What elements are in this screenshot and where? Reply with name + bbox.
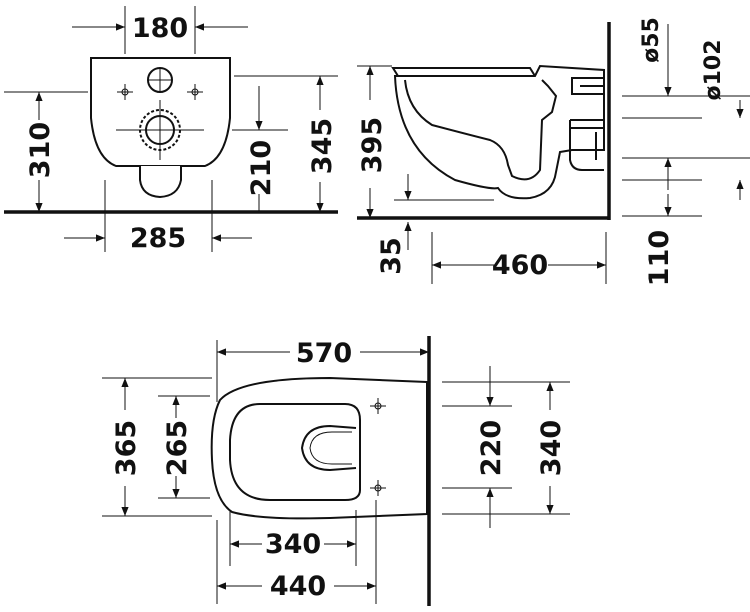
dim-front-top-width-label: 180 — [132, 13, 188, 44]
dim-top-width-inner-label: 265 — [162, 420, 193, 476]
dim-top-right-width-label: 340 — [536, 420, 567, 476]
dim-side-floor-offset: 35 — [376, 174, 412, 275]
dim-top-width-outer: 365 — [111, 378, 142, 516]
side-seat — [391, 67, 537, 77]
dim-side-depth-label: 460 — [492, 250, 548, 281]
dim-side-depth: 460 — [432, 250, 606, 281]
dim-front-height-inner: 210 — [246, 86, 277, 212]
dim-side-floor-offset-label: 35 — [376, 237, 407, 275]
dim-side-right-height-label: 110 — [644, 230, 675, 286]
dim-front-bottom-width: 285 — [64, 223, 252, 254]
dim-top-length: 570 — [217, 338, 429, 369]
dim-top-bottom-outer-label: 440 — [270, 571, 326, 602]
side-bowl-inner — [404, 79, 558, 181]
dim-side-diameter-large: ø102 — [701, 39, 744, 200]
dim-side-height: 395 — [357, 66, 388, 218]
top-bowl-outer — [210, 376, 428, 520]
dim-top-bottom-outer: 440 — [217, 571, 376, 602]
dim-top-fix-spacing-label: 220 — [476, 420, 507, 476]
dim-side-right-height: 110 — [644, 194, 675, 286]
top-bowl-inner — [229, 403, 361, 501]
dim-front-height-left: 310 — [25, 92, 56, 212]
dim-top-bottom-inner-label: 340 — [265, 529, 321, 560]
front-outlet-outline — [139, 166, 182, 199]
dim-front-bottom-width-label: 285 — [130, 223, 186, 254]
dim-front-height-left-label: 310 — [25, 122, 56, 178]
dim-top-bottom-inner: 340 — [230, 529, 356, 560]
dim-top-length-label: 570 — [296, 338, 352, 369]
front-fix-mark-right — [187, 84, 203, 100]
side-view: 395 35 460 ø55 ø102 110 — [357, 17, 750, 286]
dim-side-diameter-small-label: ø55 — [639, 17, 664, 63]
dim-side-diameter-small: ø55 — [639, 17, 672, 190]
side-inlet — [571, 77, 605, 95]
dim-top-right-width: 340 — [536, 382, 567, 514]
top-fix-mark-upper — [370, 398, 386, 414]
front-fix-mark-left — [117, 84, 133, 100]
side-outlet-pipe — [569, 119, 604, 171]
dim-top-width-inner: 265 — [162, 396, 193, 498]
top-view: 570 365 265 220 340 340 — [102, 336, 570, 606]
dim-top-fix-spacing: 220 — [476, 366, 507, 528]
dim-side-diameter-large-label: ø102 — [701, 39, 726, 100]
top-fix-mark-lower — [370, 480, 386, 496]
dim-front-height-outer: 345 — [307, 76, 338, 212]
dim-front-height-outer-label: 345 — [307, 118, 338, 174]
front-view: 180 310 210 345 285 — [4, 6, 338, 254]
dim-side-height-label: 395 — [357, 117, 388, 173]
dim-front-top-width: 180 — [72, 13, 248, 44]
side-bowl-outer — [393, 64, 605, 200]
dim-front-height-inner-label: 210 — [246, 140, 277, 196]
dim-top-width-outer-label: 365 — [111, 420, 142, 476]
top-drain — [300, 424, 357, 472]
